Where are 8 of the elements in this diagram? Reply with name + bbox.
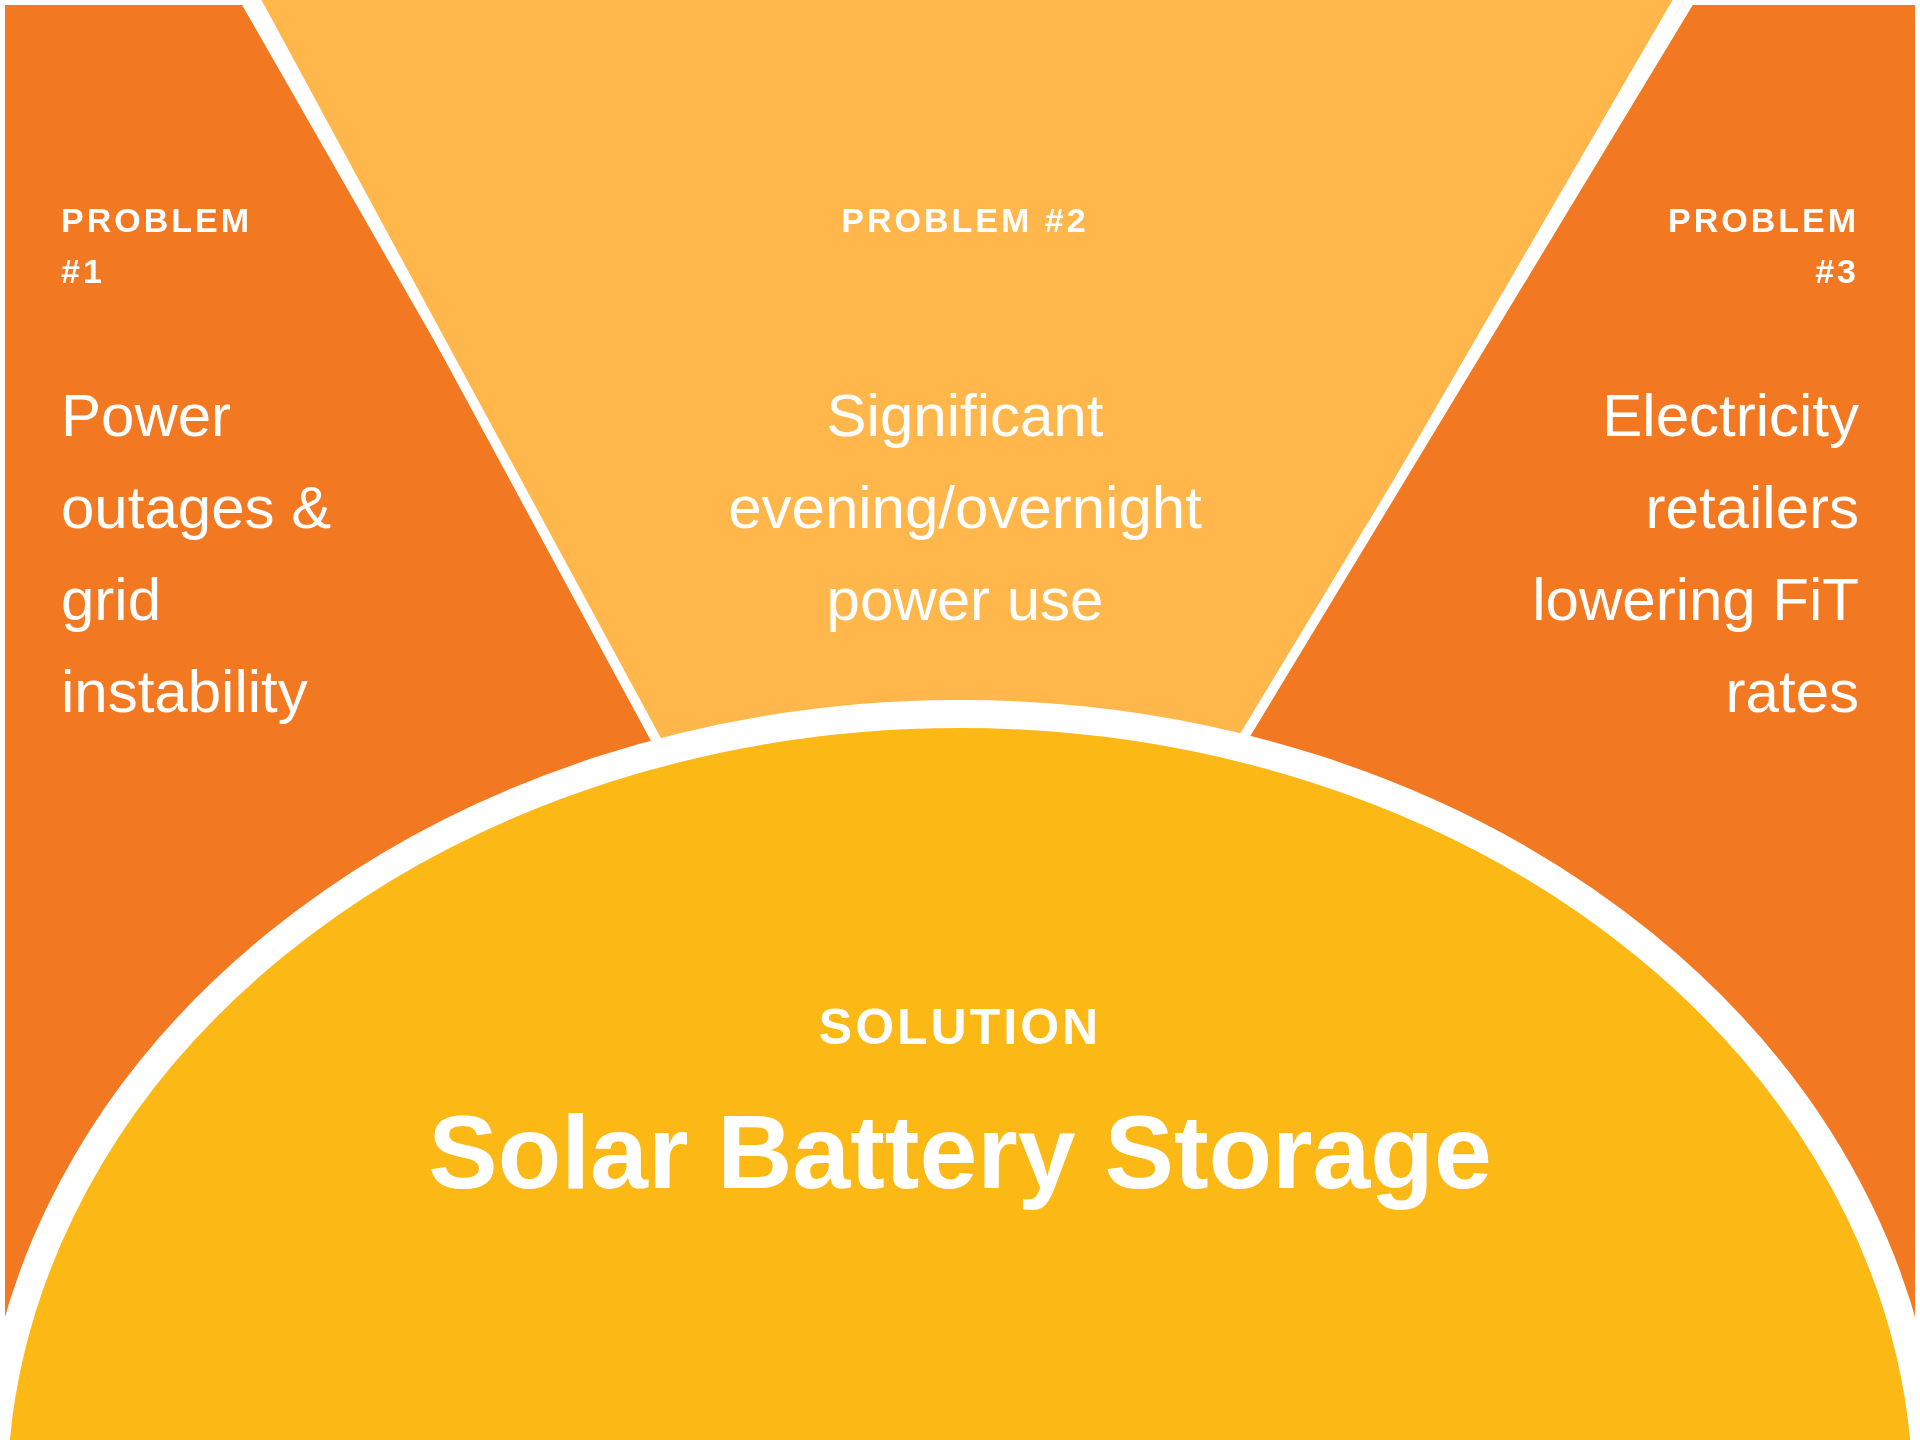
section-heading: PROBLEM #1	[61, 200, 253, 292]
section-heading: PROBLEM #2	[840, 200, 1090, 241]
section-heading: PROBLEM #3	[1667, 200, 1859, 292]
section-heading: SOLUTION	[817, 998, 1103, 1057]
problem-text: Significant evening/overnight power use	[727, 381, 1203, 635]
problem-text: Electricity retailers lowering FiT rates	[1531, 381, 1859, 727]
problem-text: Power outages & grid instability	[61, 381, 333, 727]
solution-title: Solar Battery Storage	[427, 1093, 1493, 1212]
